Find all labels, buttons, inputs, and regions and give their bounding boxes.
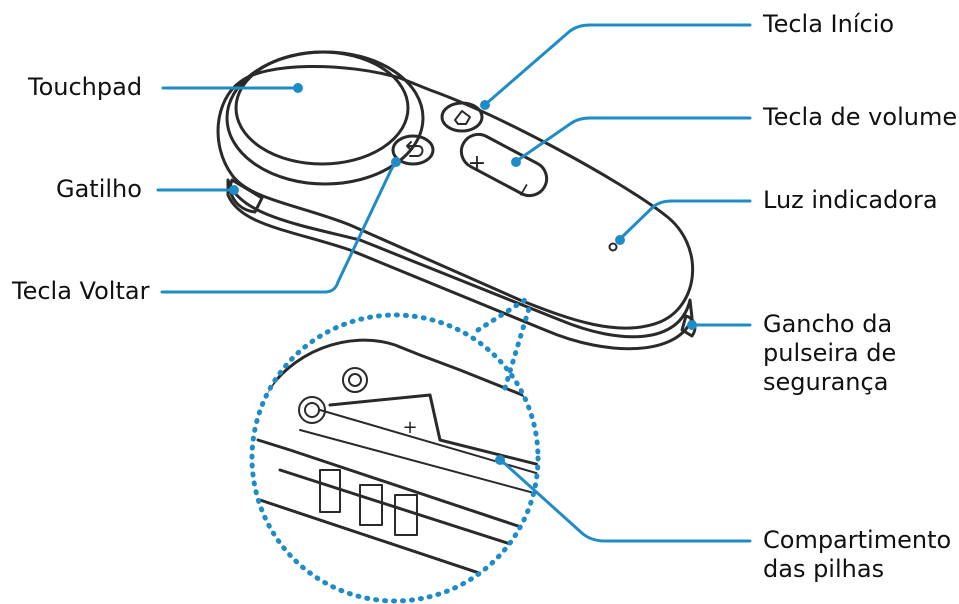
volume-rocker-shape [459, 132, 549, 198]
home-icon [454, 110, 471, 125]
trigger-shape [229, 178, 264, 214]
label-touchpad: Touchpad [28, 73, 143, 101]
label-gancho: Gancho da pulseira de segurança [763, 310, 897, 396]
leader-compartimento-dot [495, 455, 505, 465]
leader-gatilho-dot [229, 185, 239, 195]
label-tecla-voltar: Tecla Voltar [12, 277, 150, 305]
leader-compartimento [501, 460, 752, 543]
label-luz-indicadora: Luz indicadora [763, 186, 938, 214]
leader-volume-dot [511, 157, 521, 167]
controller-body [216, 65, 695, 330]
volume-up-glyph: + [468, 151, 486, 176]
label-compartimento: Compartimento das pilhas [763, 526, 952, 583]
leader-lines [156, 23, 752, 543]
zoom-connector-2 [502, 302, 533, 391]
leader-luz [619, 199, 752, 240]
home-button-shape [440, 101, 484, 133]
leader-inicio [485, 23, 752, 105]
controller-rim [226, 178, 694, 351]
indicator-light-shape [608, 242, 618, 252]
leader-touchpad-dot [293, 83, 303, 93]
leader-inicio-dot [480, 100, 490, 110]
label-tecla-volume: Tecla de volume [763, 103, 958, 131]
label-gatilho: Gatilho [56, 175, 142, 203]
back-button-shape [391, 134, 435, 166]
battery-plus-glyph: + [402, 417, 417, 438]
controller-illustration [216, 50, 697, 351]
zoom-connector [475, 297, 528, 333]
battery-compartment-zoom: + [249, 297, 541, 604]
leader-voltar [160, 160, 398, 294]
leader-gancho-dot [687, 320, 697, 330]
leader-volume [516, 116, 752, 162]
leader-luz-dot [615, 235, 625, 245]
zoom-circle-outline [249, 312, 541, 604]
volume-down-glyph: − [509, 176, 538, 203]
leader-voltar-dot [391, 157, 401, 167]
touchpad-surface [234, 50, 410, 166]
label-tecla-inicio: Tecla Início [763, 10, 895, 38]
back-icon [406, 141, 424, 157]
